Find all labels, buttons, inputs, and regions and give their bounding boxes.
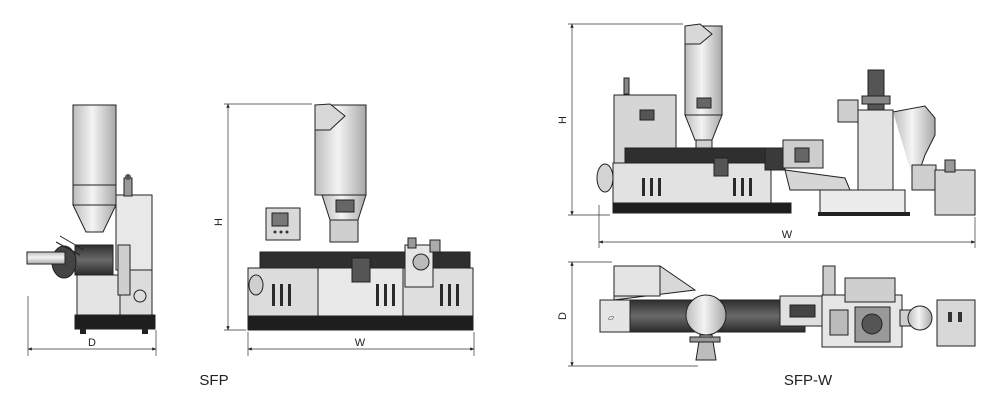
sfpw-width-label: W bbox=[782, 229, 793, 241]
sfp-height-dimension: H bbox=[213, 103, 312, 331]
sfp-caption: SFP bbox=[199, 372, 228, 389]
sfpw-depth-dimension: D bbox=[557, 261, 698, 367]
sfp-width-label: W bbox=[355, 337, 366, 349]
sfp-height-label: H bbox=[213, 218, 225, 226]
sfp-front-view bbox=[247, 103, 474, 331]
sfpw-depth-label: D bbox=[557, 312, 569, 320]
sfpw-front-view bbox=[596, 23, 976, 216]
sfpw-height-dimension: H bbox=[557, 23, 683, 216]
sfp-width-dimension: W bbox=[247, 332, 475, 356]
sfpw-height-label: H bbox=[557, 116, 569, 124]
sfp-depth-dimension: D bbox=[27, 296, 157, 356]
sfpw-caption: SFP-W bbox=[784, 372, 833, 389]
sfp-side-view bbox=[26, 104, 156, 334]
svg-text:▱: ▱ bbox=[608, 313, 615, 322]
sfp-depth-label: D bbox=[88, 337, 96, 349]
sfpw-top-view: ▱ bbox=[599, 265, 976, 361]
sfpw-width-dimension: W bbox=[598, 205, 976, 248]
